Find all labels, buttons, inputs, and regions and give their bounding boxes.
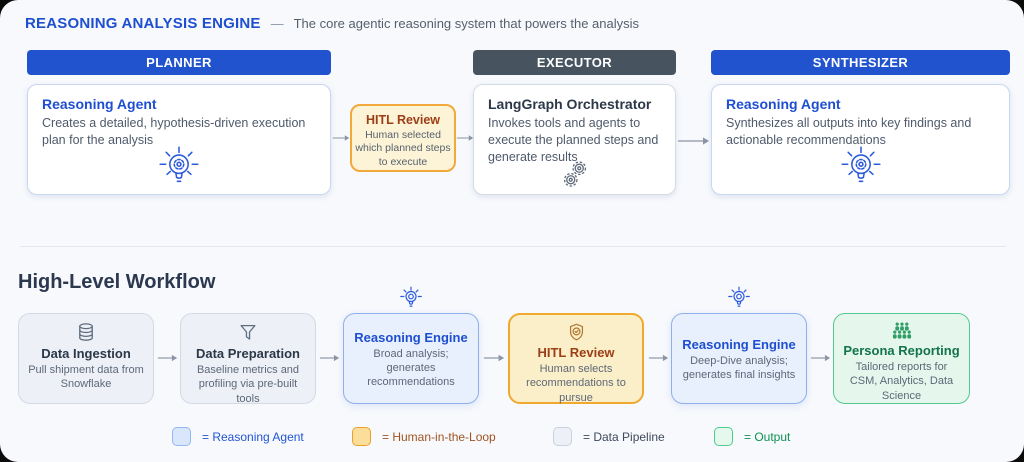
synthesizer-card: Reasoning Agent Synthesizes all outputs … bbox=[711, 84, 1010, 195]
hitl-node-title: HITL Review bbox=[365, 113, 441, 127]
shield-check-icon bbox=[566, 322, 587, 343]
arrow-step2-to-step3 bbox=[319, 353, 340, 363]
lightbulb-gear-icon bbox=[28, 145, 330, 189]
page-subtitle: The core agentic reasoning system that p… bbox=[293, 16, 640, 31]
workflow-step-data-preparation: Data Preparation Baseline metrics and pr… bbox=[180, 313, 316, 405]
workflow-step-data-ingestion: Data Ingestion Pull shipment data from S… bbox=[18, 313, 154, 404]
gears-icon bbox=[474, 157, 675, 191]
workflow-step-desc: Tailored reports for CSM, Analytics, Dat… bbox=[849, 361, 954, 402]
workflow-step-persona-reporting: Persona Reporting Tailored reports for C… bbox=[833, 313, 970, 404]
legend-swatch-human-in-the-loop bbox=[352, 427, 371, 446]
people-icon bbox=[886, 321, 918, 341]
synthesizer-card-desc: Synthesizes all outputs into key finding… bbox=[726, 116, 972, 147]
arrow-step1-to-step2 bbox=[157, 353, 178, 363]
title-separator: — bbox=[270, 16, 284, 31]
workflow-section-title: High-Level Workflow bbox=[18, 271, 216, 293]
legend-swatch-reasoning-agent bbox=[172, 427, 191, 446]
section-divider bbox=[20, 246, 1006, 247]
workflow-step-desc: Deep-Dive analysis; generates final insi… bbox=[682, 354, 796, 381]
legend-swatch-output bbox=[714, 427, 733, 446]
database-icon bbox=[75, 321, 97, 344]
synthesizer-header: SYNTHESIZER bbox=[711, 50, 1010, 75]
arrow-step4-to-step5 bbox=[648, 353, 669, 363]
planner-card: Reasoning Agent Creates a detailed, hypo… bbox=[27, 84, 331, 195]
workflow-step-hitl-review: HITL Review Human selects recommendation… bbox=[508, 313, 644, 404]
executor-header: EXECUTOR bbox=[473, 50, 676, 75]
funnel-icon bbox=[237, 321, 259, 344]
workflow-step-desc: Broad analysis; generates recommendation… bbox=[367, 347, 455, 389]
workflow-step-title: Persona Reporting bbox=[843, 343, 960, 358]
workflow-step-desc: Pull shipment data from Snowflake bbox=[28, 364, 144, 391]
hitl-review-node: HITL Review Human selected which planned… bbox=[350, 104, 456, 172]
legend-label-data-pipeline: = Data Pipeline bbox=[583, 430, 665, 444]
workflow-step-desc: Human selects recommendations to pursue bbox=[526, 363, 626, 404]
legend-swatch-data-pipeline bbox=[553, 427, 572, 446]
arrow-planner-to-hitl bbox=[332, 133, 350, 143]
workflow-step-title: Data Ingestion bbox=[41, 346, 131, 361]
workflow-step-title: Reasoning Engine bbox=[354, 329, 468, 345]
workflow-step-desc: Baseline metrics and profiling via pre-b… bbox=[196, 364, 300, 405]
page-title: REASONING ANALYSIS ENGINE bbox=[25, 15, 261, 32]
lightbulb-icon bbox=[727, 286, 751, 310]
arrow-executor-to-synthesizer bbox=[677, 136, 710, 146]
lightbulb-gear-icon bbox=[712, 145, 1009, 189]
page-header: REASONING ANALYSIS ENGINE — The core age… bbox=[25, 15, 639, 32]
workflow-step-reasoning-engine-deep-dive: Reasoning Engine Deep-Dive analysis; gen… bbox=[671, 313, 807, 404]
workflow-step-title: Data Preparation bbox=[195, 346, 301, 361]
workflow-step-reasoning-engine-broad: Reasoning Engine Broad analysis; generat… bbox=[343, 313, 479, 404]
legend-label-reasoning-agent: = Reasoning Agent bbox=[202, 430, 304, 444]
lightbulb-icon bbox=[399, 286, 423, 310]
planner-card-title: Reasoning Agent bbox=[42, 96, 157, 112]
executor-card-desc: Invokes tools and agents to execute the … bbox=[488, 116, 659, 164]
hitl-node-desc: Human selected which planned steps to ex… bbox=[355, 129, 451, 168]
arrow-hitl-to-executor bbox=[456, 133, 474, 143]
arrow-step3-to-step4 bbox=[483, 353, 505, 363]
executor-card-title: LangGraph Orchestrator bbox=[488, 96, 652, 112]
executor-card: LangGraph Orchestrator Invokes tools and… bbox=[473, 84, 676, 195]
synthesizer-card-title: Reasoning Agent bbox=[726, 96, 841, 112]
arrow-step5-to-step6 bbox=[810, 353, 831, 363]
workflow-step-title: HITL Review bbox=[537, 345, 615, 360]
legend-label-output: = Output bbox=[744, 430, 791, 444]
planner-card-desc: Creates a detailed, hypothesis-driven ex… bbox=[42, 116, 306, 147]
legend-label-human-in-the-loop: = Human-in-the-Loop bbox=[382, 430, 496, 444]
workflow-step-title: Reasoning Engine bbox=[682, 336, 796, 352]
planner-header: PLANNER bbox=[27, 50, 331, 75]
